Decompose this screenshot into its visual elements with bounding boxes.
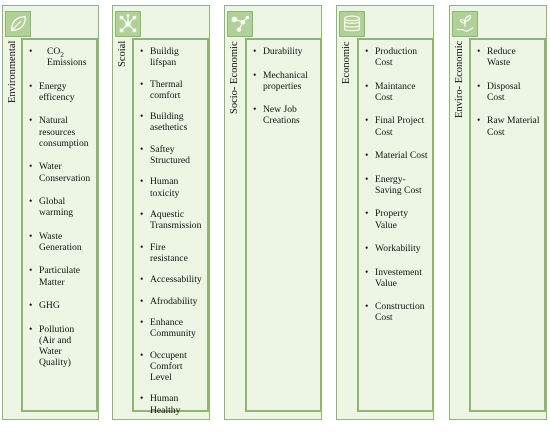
indicator-item: Energy efficency: [29, 81, 92, 103]
molecule-icon: [227, 11, 253, 37]
indicator-item: Water Conservation: [29, 161, 92, 183]
indicator-item: Occupent Comfort Level: [140, 350, 203, 384]
indicator-item: CO2 Emissions: [29, 46, 92, 68]
indicator-item: Particulate Matter: [29, 265, 92, 287]
indicator-item: Accessability: [140, 274, 203, 285]
indicator-item: GHG: [29, 300, 92, 311]
indicator-item: Aquestic Transmission: [140, 209, 203, 231]
indicator-item: New Job Creations: [253, 104, 316, 126]
indicator-item: Enhance Community: [140, 317, 203, 339]
indicator-list-enviro-economic: Reduce WasteDisposal CostRaw Material Co…: [469, 38, 546, 412]
indicator-item: Waste Generation: [29, 231, 92, 253]
indicator-item: Buildig lifspan: [140, 46, 203, 68]
indicator-item: Afrodability: [140, 296, 203, 307]
leaf-icon: [5, 11, 31, 37]
indicator-item: Material Cost: [365, 150, 428, 161]
indicator-item: Property Value: [365, 208, 428, 230]
indicator-item: Investement Value: [365, 267, 428, 289]
indicator-list-socio-economic: DurabilityMechanical propertiesNew Job C…: [245, 38, 322, 412]
indicator-item: Final Project Cost: [365, 115, 428, 137]
indicator-item: Mechanical properties: [253, 70, 316, 92]
indicator-item: Energy-Saving Cost: [365, 174, 428, 196]
indicator-item: Human toxicity: [140, 176, 203, 198]
category-label: Enviro- Economic: [454, 41, 465, 119]
indicator-item: Durability: [253, 46, 316, 57]
indicator-item: Thermal comfort: [140, 79, 203, 101]
indicator-item: Global warming: [29, 196, 92, 218]
hand-plant-icon: [452, 11, 478, 37]
category-label: Economic: [341, 41, 352, 84]
indicator-item: Fire resistance: [140, 242, 203, 264]
category-label: Socio- Economic: [229, 41, 240, 114]
indicator-list-environmental: CO2 EmissionsEnergy efficencyNatural res…: [21, 38, 98, 412]
indicator-list-scoial: Buildig lifspanThermal comfortBuilding a…: [132, 38, 209, 416]
indicator-item: Reduce Waste: [477, 46, 540, 68]
indicator-item: Workability: [365, 243, 428, 254]
indicator-item: Maintance Cost: [365, 81, 428, 103]
indicator-item: Building asethetics: [140, 111, 203, 133]
coins-icon: [339, 11, 365, 37]
indicator-item: Production Cost: [365, 46, 428, 68]
category-label: Scoial: [117, 41, 128, 68]
indicator-item: Saftey Structured: [140, 144, 203, 166]
indicator-item: Raw Material Cost: [477, 115, 540, 137]
indicator-item: Construction Cost: [365, 301, 428, 323]
indicator-item: Human Healthy: [140, 393, 203, 415]
indicator-item: Disposal Cost: [477, 81, 540, 103]
network-icon: [115, 11, 141, 37]
indicator-item: Natural resources consumption: [29, 115, 92, 149]
indicator-list-economic: Production CostMaintance CostFinal Proje…: [357, 38, 434, 412]
indicator-item: Pollution (Air and Water Quality): [29, 324, 92, 369]
